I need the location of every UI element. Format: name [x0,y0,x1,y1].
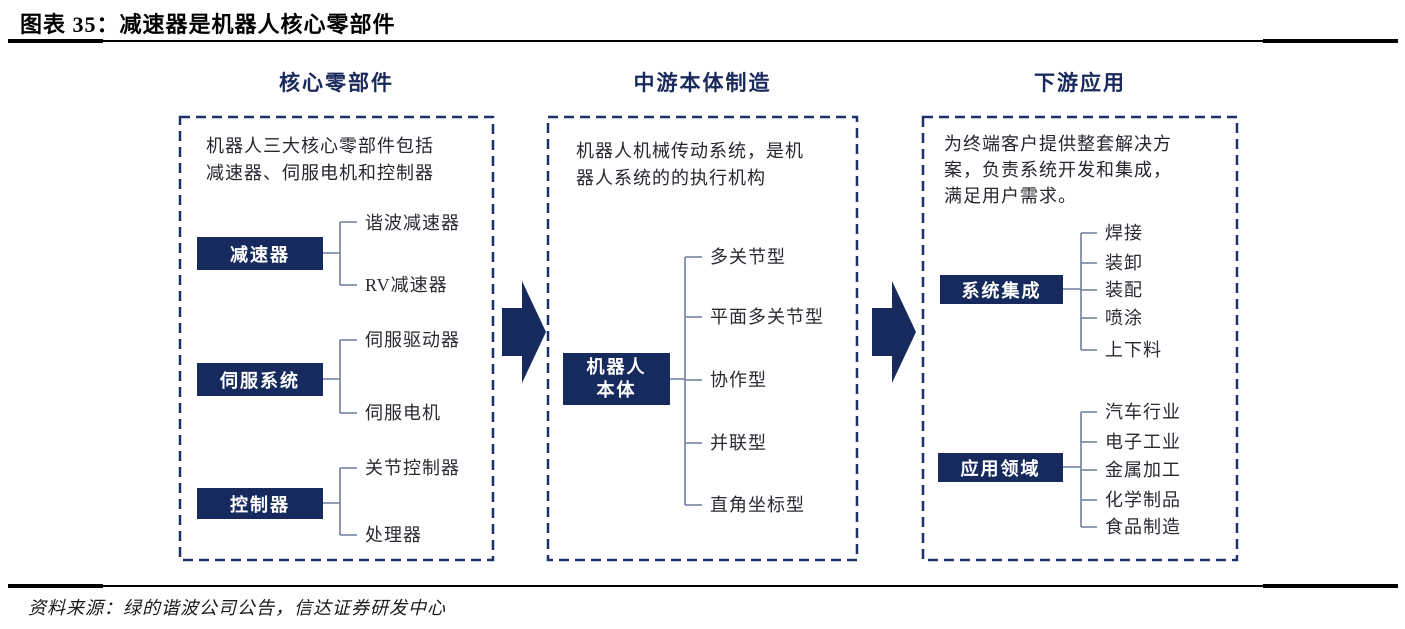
branch-label-planar-multi-joint: 平面多关节型 [710,307,824,327]
description-midstream-body: 机器人机械传动系统，是机 器人系统的的执行机构 [576,141,804,188]
bracket-application-fields [1063,411,1097,528]
branch-label-parallel: 并联型 [710,433,767,453]
node-application-fields: 应用领域 [938,453,1063,482]
source-rule-right-thick [1263,584,1398,588]
source-note: 资料来源：绿的谐波公司公告，信达证券研发中心 [28,598,446,618]
branch-label-collaborative: 协作型 [710,370,767,390]
dashed-box-core-parts [178,115,495,562]
bracket-reducer [323,221,357,286]
title-rule-top-thin [103,40,1398,42]
node-system-integration: 系统集成 [940,275,1063,304]
node-robot-body: 机器人 本体 [563,353,670,405]
title-rule-top-right-thick [1263,39,1398,43]
branch-label-chemical-products: 化学制品 [1105,490,1181,510]
bracket-robot-body [670,256,702,506]
title-rule-top-left-thick [8,39,103,43]
bracket-system-integration [1063,232,1097,351]
branch-label-automotive: 汽车行业 [1105,402,1181,422]
branch-label-assembly: 装配 [1105,280,1143,300]
branch-label-processor: 处理器 [365,525,422,545]
dashed-box-midstream-body [546,115,859,562]
branch-label-joint-controller: 关节控制器 [365,458,460,478]
column-header-downstream-apps: 下游应用 [1034,71,1126,95]
dashed-box-downstream-apps [921,115,1239,562]
branch-label-multi-joint: 多关节型 [710,247,786,267]
flow-arrow-2 [872,281,916,383]
flow-arrow-1 [502,281,546,383]
node-servo-system: 伺服系统 [197,363,323,396]
branch-label-servo-motor: 伺服电机 [365,403,441,423]
figure-title: 图表 35：减速器是机器人核心零部件 [20,12,396,37]
bracket-controller [323,467,357,536]
branch-label-cartesian: 直角坐标型 [710,495,805,515]
description-downstream-apps: 为终端客户提供整套解决方 案，负责系统开发和集成， 满足用户需求。 [944,134,1172,206]
branch-label-material-handling: 上下料 [1105,340,1162,360]
branch-label-harmonic-reducer: 谐波减速器 [365,213,460,233]
bracket-servo-system [323,339,357,414]
source-rule-thin [103,585,1398,587]
node-reducer: 减速器 [197,237,323,270]
column-header-midstream-body: 中游本体制造 [633,71,772,95]
branch-label-loading-unloading: 装卸 [1105,253,1143,273]
description-core-parts: 机器人三大核心零部件包括 减速器、伺服电机和控制器 [206,136,434,183]
source-rule-left-thick [8,584,103,588]
branch-label-metal-processing: 金属加工 [1105,460,1181,480]
branch-label-welding: 焊接 [1105,223,1143,243]
branch-label-electronics: 电子工业 [1105,432,1181,452]
branch-label-food-manufacturing: 食品制造 [1105,517,1181,537]
node-controller: 控制器 [197,488,323,519]
branch-label-rv-reducer: RV减速器 [365,275,448,295]
branch-label-servo-driver: 伺服驱动器 [365,330,460,350]
branch-label-spraying: 喷涂 [1105,308,1143,328]
column-header-core-parts: 核心零部件 [279,71,394,95]
